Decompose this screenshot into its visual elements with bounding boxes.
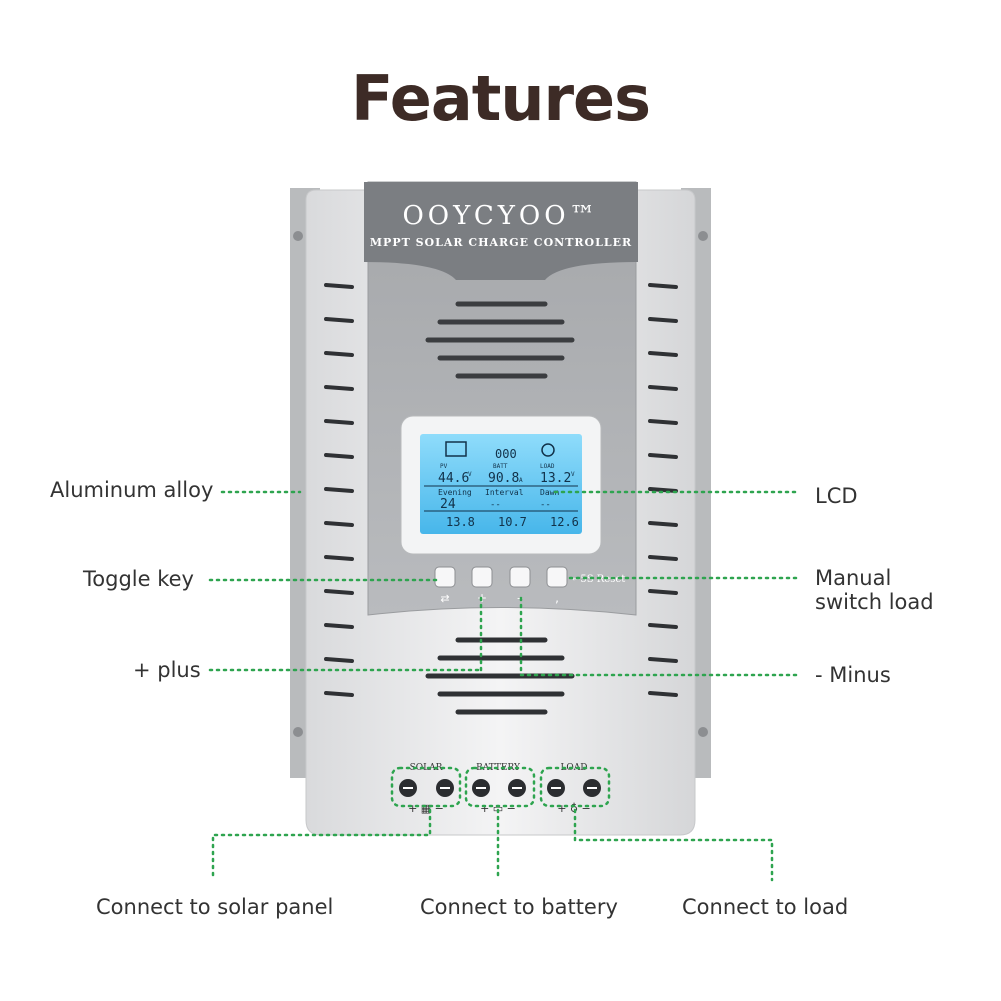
label-minus: - Minus: [815, 663, 891, 687]
svg-text:V: V: [468, 471, 472, 478]
svg-text:13.2: 13.2: [540, 471, 571, 486]
vent-slot: [648, 657, 678, 663]
svg-text:Evening: Evening: [438, 488, 472, 497]
vent-slot: [648, 385, 678, 391]
vent-slot: [324, 691, 354, 697]
label-plus: + plus: [133, 658, 201, 682]
vent-slot: [324, 351, 354, 357]
svg-text:Interval: Interval: [485, 488, 524, 497]
svg-text:A: A: [519, 477, 523, 484]
label-connect-battery: Connect to battery: [420, 895, 618, 919]
minus-button[interactable]: [509, 566, 531, 588]
label-lcd: LCD: [815, 484, 858, 508]
vent-slot: [648, 521, 678, 527]
load-terminal-label: LOAD: [560, 763, 587, 773]
load-bulb-icon: + ♁ −: [557, 802, 590, 815]
svg-text:--: --: [540, 500, 551, 510]
lcd-screen: [420, 434, 582, 534]
solar-panel-icon: + ▦ −: [408, 802, 444, 815]
vent-slot: [324, 487, 354, 493]
lcd-content: 000 PV BATT LOAD 44.6 V 90.8 A 13.2 V Ev…: [424, 441, 579, 529]
svg-text:--: --: [490, 500, 501, 510]
side-vent-slots: [324, 283, 678, 697]
vent-slot: [324, 385, 354, 391]
svg-text:13.8: 13.8: [446, 515, 475, 529]
vent-slot: [324, 283, 354, 289]
vent-slot: [648, 351, 678, 357]
manual-load-button[interactable]: [546, 566, 568, 588]
vent-slot: [648, 283, 678, 289]
vent-slot: [648, 317, 678, 323]
vent-slot: [324, 453, 354, 459]
vent-slot: [324, 657, 354, 663]
svg-text:12.6: 12.6: [550, 515, 579, 529]
vent-slot: [648, 623, 678, 629]
svg-text:BATT: BATT: [493, 463, 508, 470]
vent-slot: [648, 691, 678, 697]
vent-slot: [648, 589, 678, 595]
svg-text:PV: PV: [440, 463, 448, 470]
lower-vent: [425, 637, 575, 715]
svg-text:V: V: [571, 471, 575, 478]
vent-slot: [324, 419, 354, 425]
vent-slot: [324, 623, 354, 629]
svg-text:90.8: 90.8: [488, 471, 519, 486]
vent-slot: [324, 521, 354, 527]
toggle-key-button[interactable]: [434, 566, 456, 588]
leader-lines: [208, 490, 802, 882]
solar-terminal-label: SOLAR: [410, 763, 443, 773]
svg-text:24: 24: [440, 497, 456, 512]
vent-slot: [324, 555, 354, 561]
vent-slot: [648, 487, 678, 493]
plus-button[interactable]: [471, 566, 493, 588]
vent-slot: [324, 317, 354, 323]
svg-text:Dawn: Dawn: [540, 488, 559, 497]
label-toggle-key: Toggle key: [83, 567, 194, 591]
svg-text:000: 000: [495, 447, 517, 461]
label-connect-load: Connect to load: [682, 895, 849, 919]
brand-band: [364, 182, 638, 280]
vent-slot: [648, 453, 678, 459]
svg-text:44.6: 44.6: [438, 471, 469, 486]
battery-terminal-label: BATTERY: [476, 763, 521, 773]
label-connect-solar-panel: Connect to solar panel: [96, 895, 334, 919]
brand-logo: OOYCYOO™: [402, 201, 599, 231]
toggle-arrows-icon: ⇄: [440, 592, 449, 605]
vent-slot: [324, 589, 354, 595]
vent-slot: [648, 555, 678, 561]
device-subtitle: MPPT SOLAR CHARGE CONTROLLER: [370, 236, 632, 249]
svg-text:10.7: 10.7: [498, 515, 527, 529]
bulb-icon: ,: [555, 591, 559, 605]
label-aluminum-alloy: Aluminum alloy: [50, 478, 214, 502]
page-title: Features: [350, 62, 651, 135]
vent-slot: [648, 419, 678, 425]
upper-vent: [425, 301, 575, 379]
reset-label: ←5S Reset: [572, 574, 625, 585]
label-manual-switch-load: Manual switch load: [815, 566, 934, 614]
svg-text:LOAD: LOAD: [540, 463, 555, 470]
